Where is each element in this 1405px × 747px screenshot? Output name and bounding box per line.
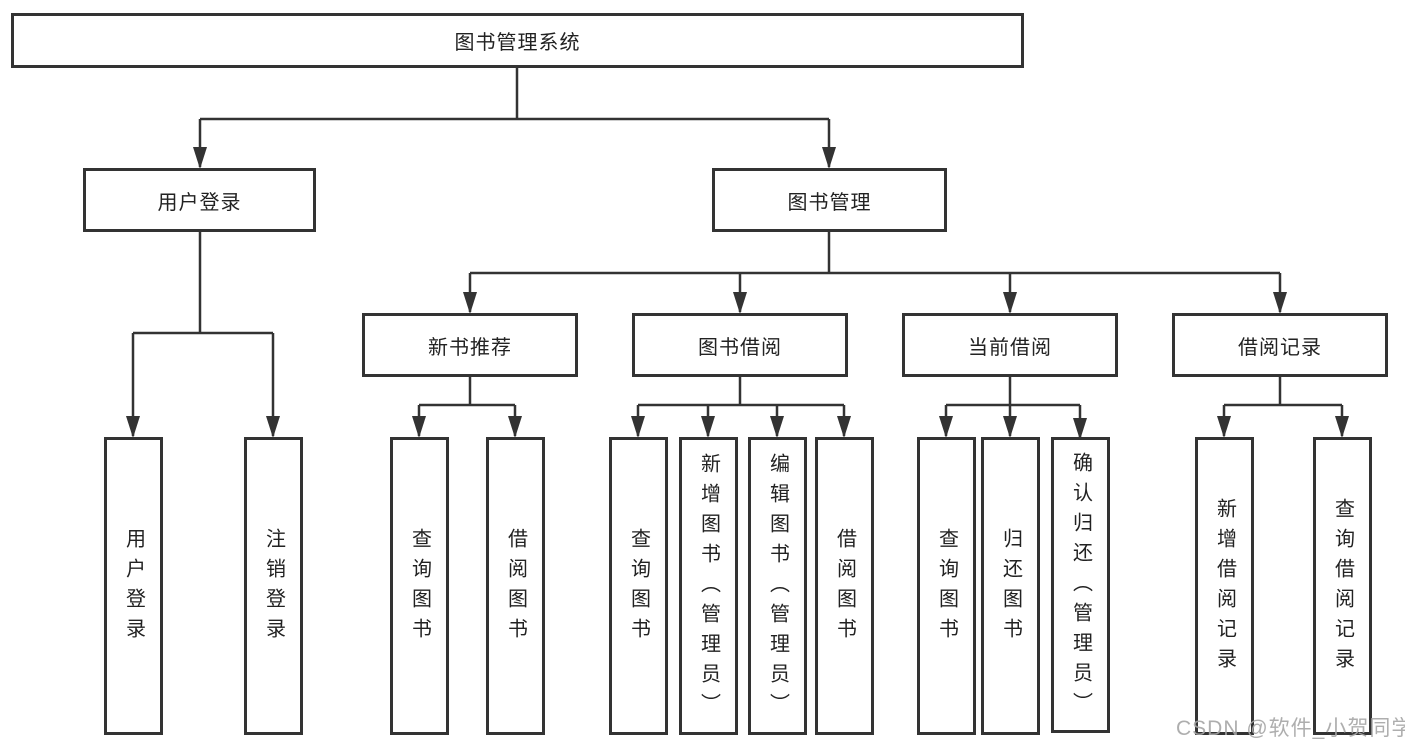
leaf-add-borrow-record: 新增借阅记录 bbox=[1195, 437, 1254, 735]
leaf-query-books-current: 查询图书 bbox=[917, 437, 976, 735]
leaf-confirm-return-admin: 确认归还（管理员） bbox=[1051, 437, 1110, 733]
node-user-login: 用户登录 bbox=[83, 168, 316, 232]
leaf-add-books-admin: 新增图书（管理员） bbox=[679, 437, 738, 735]
node-borrow-records: 借阅记录 bbox=[1172, 313, 1388, 377]
leaf-query-books-borrow: 查询图书 bbox=[609, 437, 668, 735]
node-book-borrow: 图书借阅 bbox=[632, 313, 848, 377]
node-new-book-recommend: 新书推荐 bbox=[362, 313, 578, 377]
leaf-logout: 注销登录 bbox=[244, 437, 303, 735]
node-book-management: 图书管理 bbox=[712, 168, 947, 232]
leaf-query-borrow-record: 查询借阅记录 bbox=[1313, 437, 1372, 735]
leaf-edit-books-admin: 编辑图书（管理员） bbox=[748, 437, 807, 735]
csdn-watermark: CSDN @软件_小贺同学 bbox=[1176, 717, 1405, 740]
leaf-return-books: 归还图书 bbox=[981, 437, 1040, 735]
node-current-borrow: 当前借阅 bbox=[902, 313, 1118, 377]
leaf-query-books-recommend: 查询图书 bbox=[390, 437, 449, 735]
leaf-user-login: 用户登录 bbox=[104, 437, 163, 735]
leaf-borrow-books-recommend: 借阅图书 bbox=[486, 437, 545, 735]
node-root-library-system: 图书管理系统 bbox=[11, 13, 1024, 68]
leaf-borrow-books: 借阅图书 bbox=[815, 437, 874, 735]
